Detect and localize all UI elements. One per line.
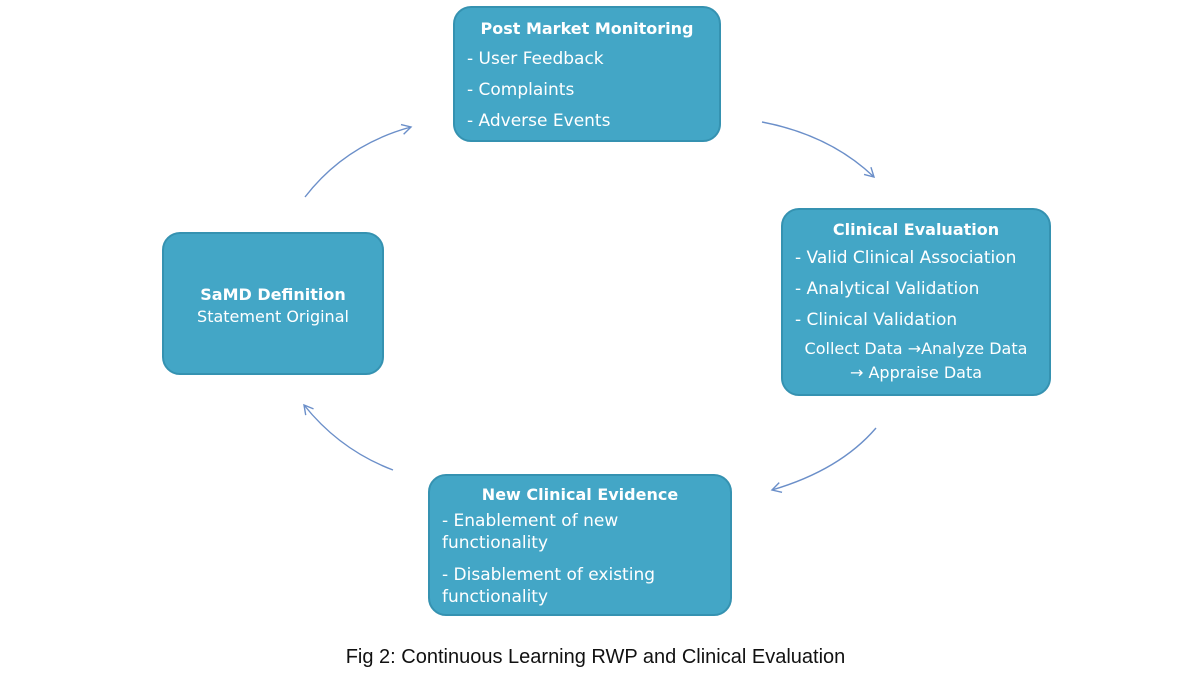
arrow-clinical-evaluation-to-new-evidence (770, 427, 877, 493)
new-clinical-evidence-item: - Disablement of existing functionality (442, 565, 656, 607)
new-clinical-evidence-title: New Clinical Evidence (481, 485, 679, 504)
post-market-item: - Complaints (467, 80, 575, 100)
clinical-evaluation-item: - Analytical Validation (795, 279, 980, 299)
post-market-item: - User Feedback (467, 49, 604, 69)
post-market-monitoring-box: Post Market Monitoring - User Feedback -… (453, 6, 721, 142)
figure-caption: Fig 2: Continuous Learning RWP and Clini… (345, 646, 846, 668)
post-market-monitoring-title: Post Market Monitoring (480, 19, 694, 38)
samd-definition-box: SaMD Definition Statement Original (162, 232, 384, 375)
arrow-post-market-to-clinical-evaluation (761, 121, 876, 178)
post-market-item: - Adverse Events (467, 111, 611, 131)
samd-definition-subtitle: Statement Original (197, 307, 349, 326)
clinical-evaluation-item: - Valid Clinical Association (795, 248, 1017, 268)
new-clinical-evidence-item: - Enablement of new functionality (442, 511, 619, 553)
new-clinical-evidence-box: New Clinical Evidence - Enablement of ne… (428, 474, 732, 616)
samd-definition-title: SaMD Definition (200, 285, 346, 304)
clinical-evaluation-item: - Clinical Validation (795, 310, 958, 330)
clinical-evaluation-box: Clinical Evaluation - Valid Clinical Ass… (781, 208, 1051, 396)
data-flow-line: Collect Data →Analyze Data (804, 339, 1028, 358)
arrow-samd-to-post-market (304, 123, 413, 198)
clinical-evaluation-title: Clinical Evaluation (832, 220, 1000, 239)
arrow-new-evidence-to-samd (303, 403, 394, 471)
data-flow-line: → Appraise Data (849, 363, 983, 382)
